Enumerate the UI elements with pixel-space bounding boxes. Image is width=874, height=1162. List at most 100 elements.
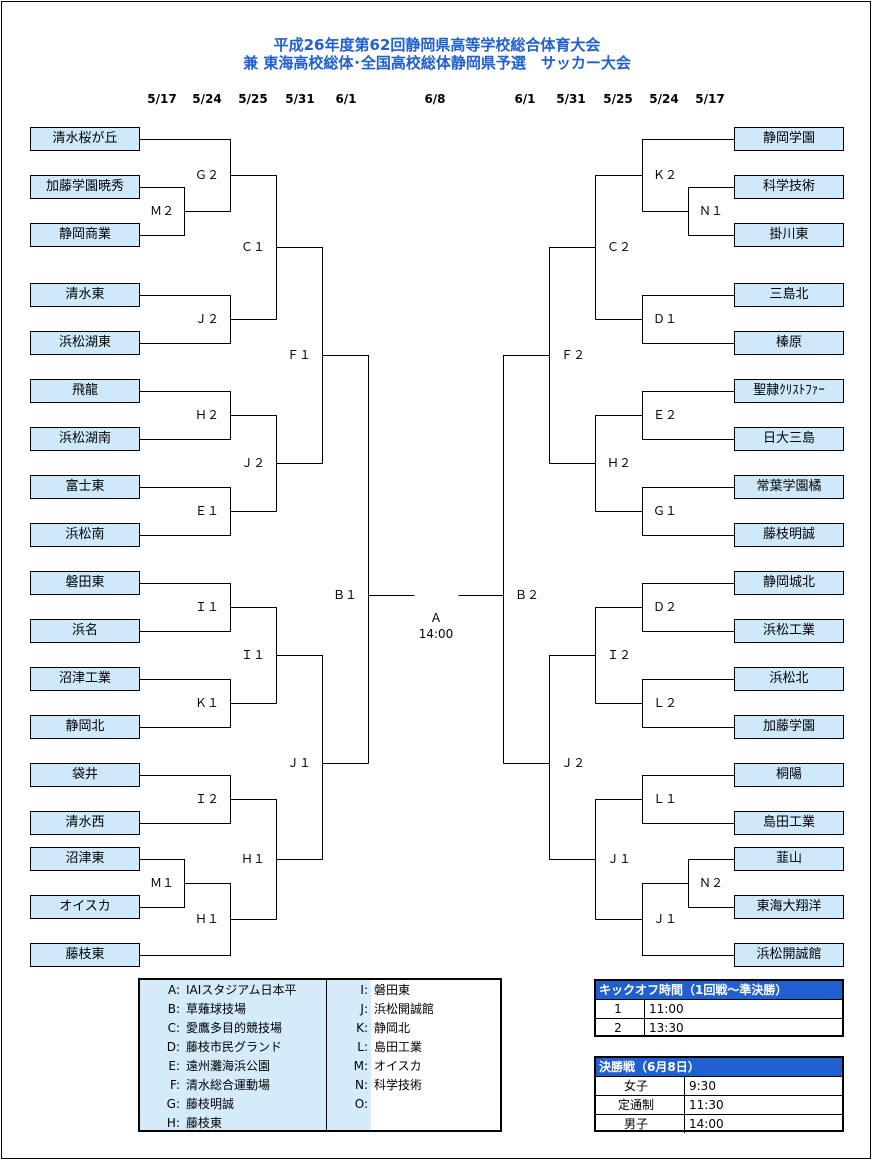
team-left-17: オイスカ	[30, 895, 140, 919]
team-right-14: 桐陽	[734, 763, 844, 787]
legend-divider	[326, 980, 328, 1130]
team-left-10: 磐田東	[30, 571, 140, 595]
venue-name: 草薙球技場	[186, 1002, 247, 1016]
venue-key: D:	[166, 1040, 180, 1054]
date-right-r5: 6/1	[514, 92, 536, 106]
match-label: Ｈ１	[240, 852, 265, 866]
match-label: Ｉ２	[606, 648, 631, 662]
venue-name: オイスカ	[374, 1059, 422, 1073]
date-right-r1: 5/17	[695, 92, 725, 106]
date-right-r4: 5/31	[556, 92, 586, 106]
venue-key: M:	[353, 1059, 368, 1073]
final-time: 14:00	[418, 627, 454, 641]
team-left-13: 静岡北	[30, 715, 140, 739]
date-left-r5: 6/1	[335, 92, 357, 106]
team-right-5: 榛原	[734, 331, 844, 355]
team-right-15: 島田工業	[734, 811, 844, 835]
match-label: Ｎ２	[698, 876, 723, 890]
kickoff-row: 1 11:00	[596, 999, 842, 1018]
date-final: 6/8	[424, 92, 446, 106]
venue-key: E:	[168, 1059, 180, 1073]
match-label: Ｉ１	[194, 600, 219, 614]
venue-name: 藤枝市民グランド	[186, 1040, 283, 1054]
finals-times-box: 決勝戦（6月8日） 女子 9:30 定通制 11:30 男子 14:00	[594, 1056, 844, 1133]
team-right-16: 韮山	[734, 847, 844, 871]
match-label: Ｋ２	[652, 168, 677, 182]
match-label: Ｉ１	[240, 648, 265, 662]
match-label: Ｈ２	[194, 408, 219, 422]
match-label: Ｍ１	[149, 876, 174, 890]
match-label: Ｃ２	[606, 240, 631, 254]
finals-category: 女子	[623, 1079, 648, 1093]
venue-key: B:	[167, 1002, 180, 1016]
team-left-16: 沼津東	[30, 847, 140, 871]
team-right-2: 科学技術	[734, 175, 844, 199]
match-label: Ｄ１	[652, 312, 677, 326]
match-label: Ｉ２	[194, 792, 219, 806]
match-label: Ｎ１	[698, 204, 723, 218]
kickoff-round: 1	[614, 1002, 622, 1016]
team-right-11: 浜松工業	[734, 619, 844, 643]
team-left-18: 藤枝東	[30, 943, 140, 967]
team-left-7: 浜松湖南	[30, 427, 140, 451]
match-label: Ｅ２	[652, 408, 677, 422]
match-label: Ｈ１	[194, 912, 219, 926]
date-left-r1: 5/17	[147, 92, 177, 106]
finals-time: 11:30	[684, 1096, 724, 1114]
date-right-r2: 5/24	[649, 92, 679, 106]
tournament-subtitle: 兼 東海高校総体･全国高校総体静岡県予選 サッカー大会	[243, 54, 631, 72]
venue-name: 清水総合運動場	[186, 1078, 271, 1092]
venue-name: 愛鷹多目的競技場	[186, 1021, 283, 1035]
team-right-6: 聖隷ｸﾘｽﾄﾌｧｰ	[734, 379, 844, 403]
team-left-9: 浜松南	[30, 523, 140, 547]
venue-key: O:	[354, 1097, 368, 1111]
venue-name: 科学技術	[374, 1078, 423, 1092]
legend-col-right-bg	[327, 980, 371, 1130]
date-left-r2: 5/24	[192, 92, 222, 106]
match-label: Ｆ２	[560, 348, 585, 362]
team-right-4: 三島北	[734, 283, 844, 307]
match-label: Ｇ１	[652, 504, 677, 518]
team-right-9: 藤枝明誠	[734, 523, 844, 547]
finals-row: 男子 14:00	[596, 1114, 842, 1133]
venue-name: 静岡北	[374, 1021, 411, 1035]
venue-key: N:	[354, 1078, 368, 1092]
match-label: Ｅ１	[194, 504, 219, 518]
finals-title: 決勝戦（6月8日）	[596, 1058, 842, 1076]
match-label: Ｊ１	[286, 756, 311, 770]
match-label: Ｍ２	[149, 204, 174, 218]
team-left-12: 沼津工業	[30, 667, 140, 691]
kickoff-time: 11:00	[644, 1000, 684, 1018]
venue-legend: A: IAIスタジアム日本平 B: 草薙球技場 C: 愛鷹多目的競技場 D: 藤…	[138, 978, 502, 1132]
match-label: Ｇ２	[194, 168, 219, 182]
venue-name: 島田工業	[374, 1040, 423, 1054]
final-venue: Ａ	[429, 611, 442, 625]
venue-key: C:	[167, 1021, 180, 1035]
team-right-13: 加藤学園	[734, 715, 844, 739]
kickoff-row: 2 13:30	[596, 1018, 842, 1037]
venue-key: F:	[169, 1078, 180, 1092]
venue-name: 藤枝東	[186, 1116, 223, 1130]
match-label: Ｂ１	[332, 588, 357, 602]
team-left-8: 富士東	[30, 475, 140, 499]
venue-key: G:	[166, 1097, 180, 1111]
venue-key: I:	[360, 983, 368, 997]
venue-key: J:	[360, 1002, 368, 1016]
venue-key: L:	[357, 1040, 368, 1054]
venue-name: 遠州灘海浜公園	[186, 1059, 271, 1073]
match-label: Ｄ２	[652, 600, 677, 614]
tournament-title: 平成26年度第62回静岡県高等学校総合体育大会	[273, 36, 601, 54]
finals-category: 定通制	[617, 1098, 654, 1112]
kickoff-time: 13:30	[644, 1019, 684, 1037]
match-label: Ｌ２	[652, 696, 677, 710]
team-right-18: 浜松開誠館	[734, 943, 844, 967]
team-right-3: 掛川東	[734, 223, 844, 247]
venue-name: 磐田東	[374, 983, 411, 997]
team-left-6: 飛龍	[30, 379, 140, 403]
kickoff-title: キックオフ時間（1回戦～準決勝）	[596, 981, 842, 999]
venue-name: IAIスタジアム日本平	[186, 983, 297, 997]
finals-row: 定通制 11:30	[596, 1095, 842, 1114]
finals-time: 14:00	[684, 1115, 724, 1133]
finals-category: 男子	[623, 1117, 648, 1131]
